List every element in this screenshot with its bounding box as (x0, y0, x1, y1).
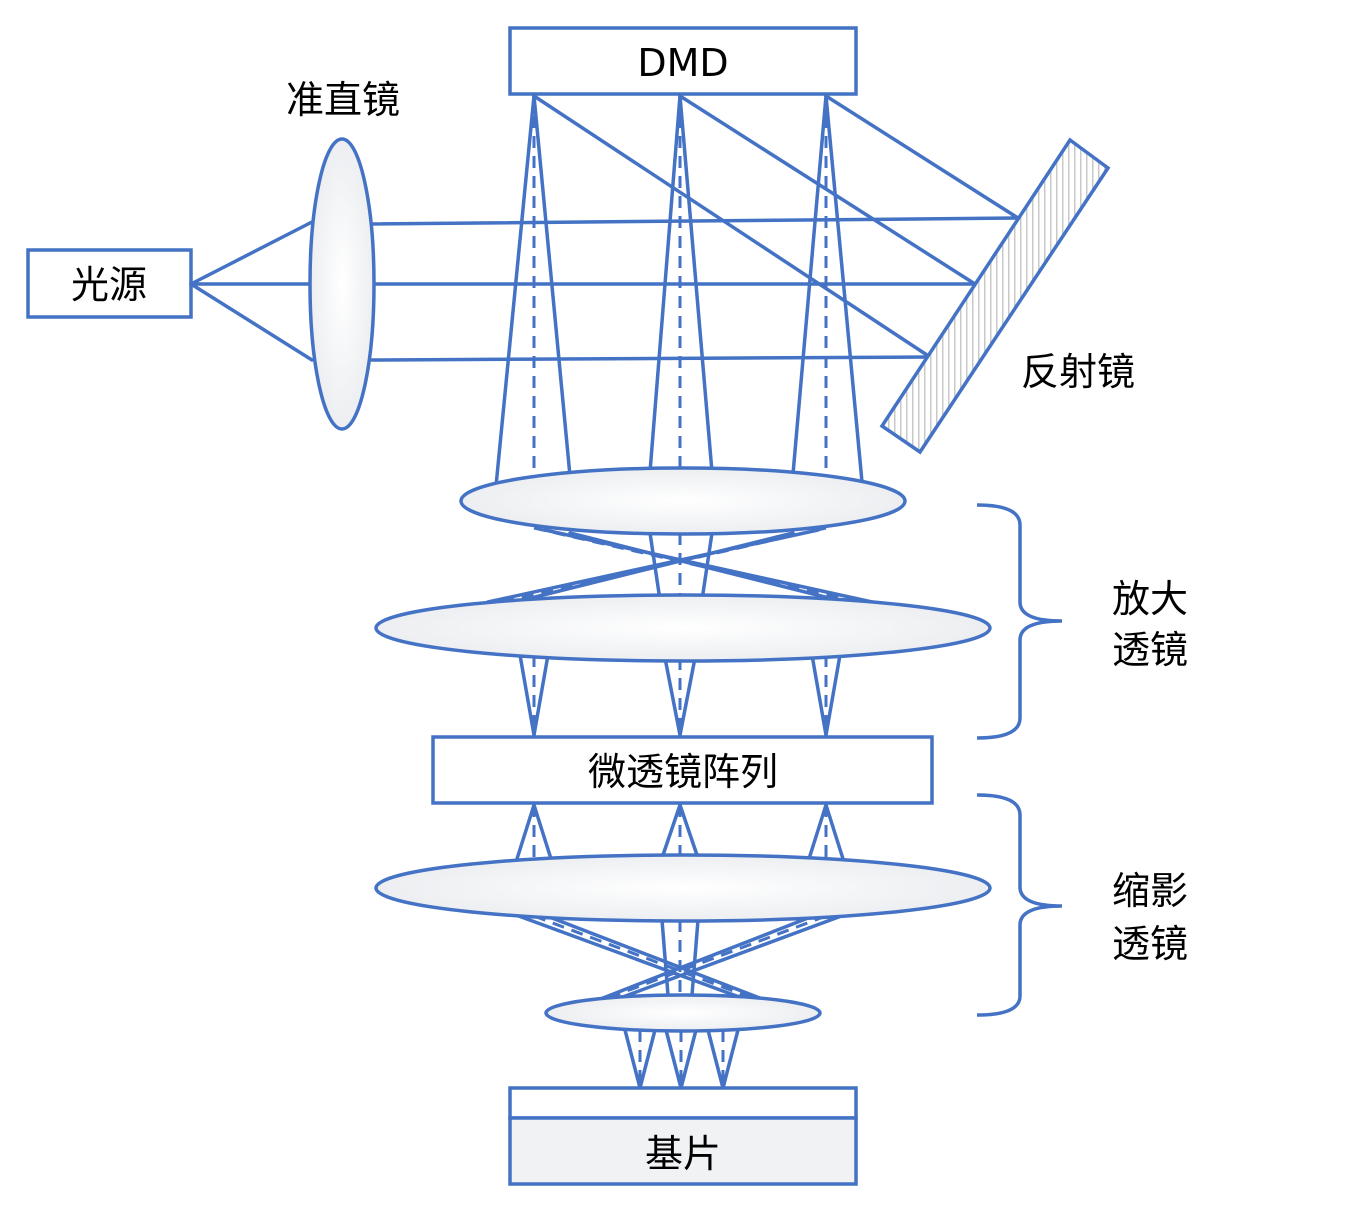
magnify-label-line2: 透镜 (1112, 628, 1188, 672)
collimator-lens (308, 137, 376, 431)
light-source-label: 光源 (71, 263, 147, 307)
substrate-box (508, 1116, 858, 1186)
microlens-array-box (431, 735, 934, 805)
reduce-brace (976, 793, 1063, 1017)
reduce-label-line2: 透镜 (1112, 922, 1188, 966)
substrate-label: 基片 (645, 1132, 721, 1176)
magnifying-lens-lower (374, 593, 992, 663)
collimator: 准直镜 (286, 78, 400, 431)
mirror-label: 反射镜 (1021, 350, 1135, 394)
collimator-label: 准直镜 (286, 78, 400, 122)
dmd-box (508, 26, 858, 96)
reduce-crossing-rays (514, 913, 846, 1002)
microlens-array-label: 微透镜阵列 (588, 750, 778, 794)
source-ray-upper (189, 220, 314, 286)
magnify-brace (976, 503, 1063, 740)
magnifying-lens-group: 放大 透镜 (374, 466, 1188, 740)
reducing-lens-lower (544, 993, 822, 1033)
source-ray-lower (189, 282, 314, 362)
mirror: 反射镜 (879, 137, 1135, 455)
mirror-plate (879, 137, 1111, 455)
light-source: 光源 (26, 248, 193, 319)
mirror-to-dmd-rays (532, 94, 1020, 359)
mirror-ray-1 (824, 94, 1020, 220)
reducing-lens-upper (374, 853, 992, 923)
dmd-label: DMD (637, 41, 728, 85)
microlens-to-reduce-rays (514, 803, 846, 864)
collimated-beams (370, 216, 1020, 362)
lens-to-microlens-rays (518, 653, 842, 737)
light-source-box (26, 248, 193, 319)
mirror-ray-2 (678, 94, 977, 286)
magnifying-lens-upper (459, 466, 907, 536)
reduce-label-line1: 缩影 (1112, 869, 1188, 913)
source-to-collimator-rays (189, 220, 314, 362)
dmd-to-lens-rays (494, 94, 864, 488)
magnify-crossing-rays (486, 526, 874, 604)
mirror-ray-3 (532, 94, 932, 359)
reducing-lens-group: 缩影 透镜 (374, 793, 1188, 1033)
substrate-top-layer (508, 1086, 858, 1120)
collimated-ray-upper (370, 216, 1020, 226)
collimated-ray-lower (370, 355, 932, 362)
magnify-label-line1: 放大 (1112, 577, 1188, 621)
substrate: 基片 (508, 1086, 858, 1186)
lens-to-substrate-rays (623, 1028, 740, 1090)
dmd: DMD (508, 26, 858, 96)
microlens-array: 微透镜阵列 (431, 735, 934, 805)
